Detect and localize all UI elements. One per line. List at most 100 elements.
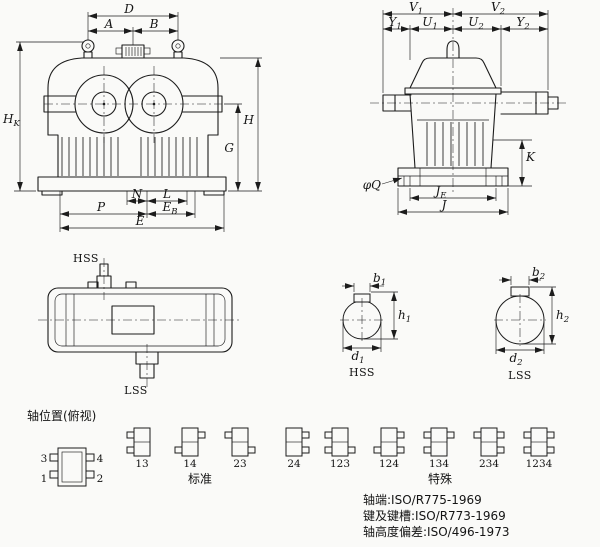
hss-label: HSS bbox=[73, 252, 99, 265]
dim-Y2-sub: 2 bbox=[523, 22, 529, 32]
dim-V1-main: V bbox=[409, 0, 419, 14]
dim-V2-main: V bbox=[491, 0, 501, 14]
dim-U2: U2 bbox=[468, 15, 484, 32]
hss-shaft-top bbox=[96, 263, 112, 289]
standards-note-key-keyway: 键及键槽:ISO/R773-1969 bbox=[363, 509, 506, 523]
shaft-position-variant-124: 124 bbox=[373, 427, 405, 470]
dim-V2: V2 bbox=[491, 0, 505, 17]
shaft-position-variant-134: 134 bbox=[423, 427, 455, 470]
corner-label-4: 4 bbox=[97, 453, 104, 465]
dim-Y1-sub: 1 bbox=[396, 22, 401, 32]
side-view-dimensions: V1 V2 Y1 U1 U2 Y2 K φQ JE J bbox=[363, 0, 549, 215]
side-cooling-fins bbox=[426, 122, 484, 166]
side-housing-top bbox=[409, 57, 497, 89]
eyebolt-edge bbox=[446, 40, 460, 59]
hss-section-label: HSS bbox=[349, 366, 375, 379]
dim-b1-main: b bbox=[373, 271, 381, 285]
dim-K: K bbox=[525, 150, 536, 164]
dim-E: E bbox=[135, 214, 145, 228]
variant-label-23: 23 bbox=[233, 458, 246, 470]
variant-label-134: 134 bbox=[429, 458, 449, 470]
variant-label-124: 124 bbox=[379, 458, 399, 470]
dim-d2-main: d bbox=[509, 351, 517, 365]
dim-JE-main: J bbox=[432, 184, 441, 198]
dim-EB: EB bbox=[161, 200, 177, 217]
special-group-label: 特殊 bbox=[428, 471, 452, 486]
eyebolt-right bbox=[171, 39, 185, 59]
side-view: V1 V2 Y1 U1 U2 Y2 K φQ JE J bbox=[363, 0, 566, 215]
dim-h2: h2 bbox=[556, 308, 569, 325]
standard-group-label: 标准 bbox=[188, 472, 212, 486]
corner-label-2: 2 bbox=[97, 473, 104, 485]
dim-d1-main: d bbox=[351, 349, 359, 363]
centerlines bbox=[44, 66, 222, 144]
side-centerlines bbox=[370, 8, 566, 192]
dim-D: D bbox=[123, 2, 134, 16]
shaft-position-variant-1234: 1234 bbox=[523, 427, 555, 470]
dim-EB-sub: B bbox=[170, 207, 177, 217]
dim-L: L bbox=[162, 187, 171, 201]
shaft-position-variant-234: 234 bbox=[473, 427, 505, 470]
dim-H: H bbox=[243, 113, 255, 127]
dim-phi-Q: φQ bbox=[363, 178, 381, 192]
eyebolt-left bbox=[81, 39, 95, 59]
dim-U1-main: U bbox=[422, 15, 433, 29]
dim-JE: JE bbox=[432, 184, 447, 201]
dim-b1: b1 bbox=[373, 271, 386, 288]
side-housing-sides bbox=[409, 93, 497, 169]
dim-Y1: Y1 bbox=[388, 15, 401, 32]
dim-V1-sub: 1 bbox=[418, 7, 423, 17]
dim-U2-sub: 2 bbox=[477, 22, 483, 32]
dim-A: A bbox=[104, 17, 114, 31]
dim-U2-main: U bbox=[468, 15, 479, 29]
dim-G: G bbox=[224, 141, 234, 155]
shaft-position-variant-14: 14 bbox=[174, 427, 206, 470]
dim-N: N bbox=[131, 187, 143, 201]
variant-label-1234: 1234 bbox=[526, 458, 553, 470]
dim-h1-main: h bbox=[398, 308, 406, 322]
variant-label-24: 24 bbox=[287, 458, 301, 470]
dim-HK-main: H bbox=[2, 112, 14, 126]
cooling-fins bbox=[61, 137, 198, 176]
dim-V2-sub: 2 bbox=[499, 7, 505, 17]
shaft-positions-title: 轴位置(俯视) bbox=[27, 408, 96, 423]
dim-h1: h1 bbox=[398, 308, 411, 325]
dim-h2-main: h bbox=[556, 308, 564, 322]
variant-label-234: 234 bbox=[479, 458, 499, 470]
standards-note-shaft-height: 轴高度偏差:ISO/496-1973 bbox=[363, 524, 509, 539]
dim-U1-sub: 1 bbox=[432, 22, 437, 32]
corner-label-3: 3 bbox=[41, 453, 48, 465]
dim-b2-main: b bbox=[532, 265, 540, 279]
dim-P: P bbox=[96, 200, 106, 214]
dim-EB-main: E bbox=[161, 200, 171, 214]
shaft-position-reference: 3 4 1 2 bbox=[41, 447, 104, 487]
lss-section-label: LSS bbox=[508, 369, 532, 382]
dim-d2-sub: 2 bbox=[516, 358, 522, 368]
dim-d1: d1 bbox=[351, 349, 364, 366]
front-view-dimensions: D A B HK G H N L P EB E bbox=[2, 2, 262, 232]
dim-U1: U1 bbox=[422, 15, 438, 32]
dim-JE-sub: E bbox=[439, 191, 447, 201]
shaft-position-variant-24: 24 bbox=[285, 427, 310, 470]
standards-notes: 轴端:ISO/R775-1969 键及键槽:ISO/R773-1969 轴高度偏… bbox=[363, 492, 509, 539]
dim-d1-sub: 1 bbox=[359, 356, 364, 366]
dim-Y2: Y2 bbox=[516, 15, 529, 32]
dim-h2-sub: 2 bbox=[563, 315, 569, 325]
dim-B: B bbox=[149, 17, 159, 31]
dim-b1-sub: 1 bbox=[381, 278, 386, 288]
lss-shaft-section: b2 h2 d2 LSS bbox=[494, 265, 569, 382]
lss-label: LSS bbox=[124, 384, 148, 397]
standards-note-shaft-end: 轴端:ISO/R775-1969 bbox=[363, 492, 482, 507]
corner-label-1: 1 bbox=[41, 473, 48, 485]
dim-b2: b2 bbox=[532, 265, 545, 282]
fin-box bbox=[47, 134, 219, 178]
dim-b2-sub: 2 bbox=[539, 272, 545, 282]
hss-shaft-section: b1 h1 d1 HSS bbox=[340, 271, 411, 379]
dim-HK: HK bbox=[2, 112, 20, 129]
dim-V1: V1 bbox=[409, 0, 423, 17]
dim-Y1-main: Y bbox=[388, 15, 397, 29]
dim-h1-sub: 1 bbox=[406, 315, 411, 325]
